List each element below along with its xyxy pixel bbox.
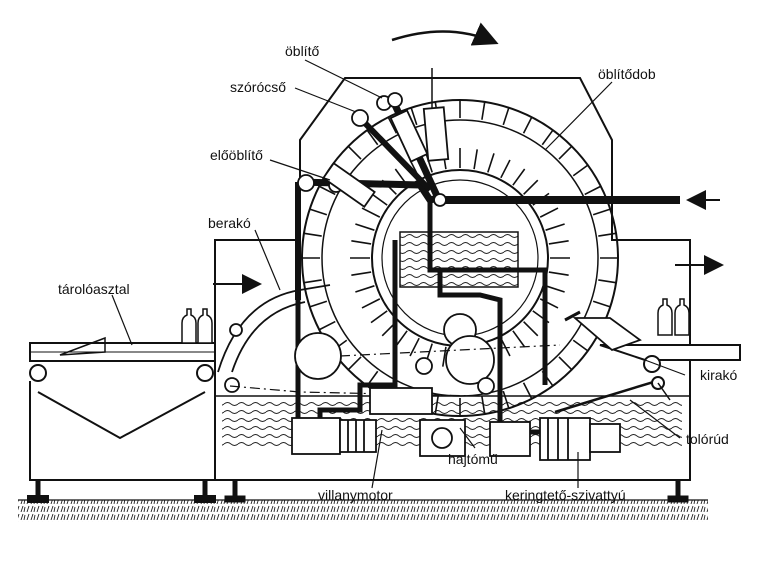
machine-legs <box>224 480 689 503</box>
label-berako: berakó <box>208 215 251 231</box>
infeed-guide <box>217 284 331 393</box>
flow-arrows <box>213 190 724 294</box>
label-kirako: kirakó <box>700 367 738 383</box>
rotation-arrow <box>391 22 499 46</box>
label-tolorud: tolórúd <box>686 431 729 447</box>
drive-pulleys <box>229 313 561 397</box>
label-villanymotor: villanymotor <box>318 487 393 503</box>
unloader <box>554 310 741 414</box>
label-oblito: öblítő <box>285 43 319 59</box>
label-tarolo: tárolóasztal <box>58 281 130 297</box>
electric-motor <box>291 387 433 455</box>
label-oblitodob: öblítődob <box>598 66 656 82</box>
storage-table <box>27 336 216 503</box>
drum-water <box>399 231 519 288</box>
leader-lines <box>111 59 686 489</box>
gearbox <box>419 419 466 457</box>
bottles-left <box>181 308 213 344</box>
label-eloblito: előöblítő <box>210 147 263 163</box>
nozzle-heads <box>297 68 450 208</box>
label-hajtomu: hajtómű <box>448 451 498 467</box>
circulation-pump <box>489 417 621 461</box>
ground <box>18 499 708 522</box>
label-szivattyu: keringtető-szivattyú <box>505 487 626 503</box>
label-szorocso: szórócső <box>230 79 286 95</box>
bottles-right <box>657 298 690 336</box>
